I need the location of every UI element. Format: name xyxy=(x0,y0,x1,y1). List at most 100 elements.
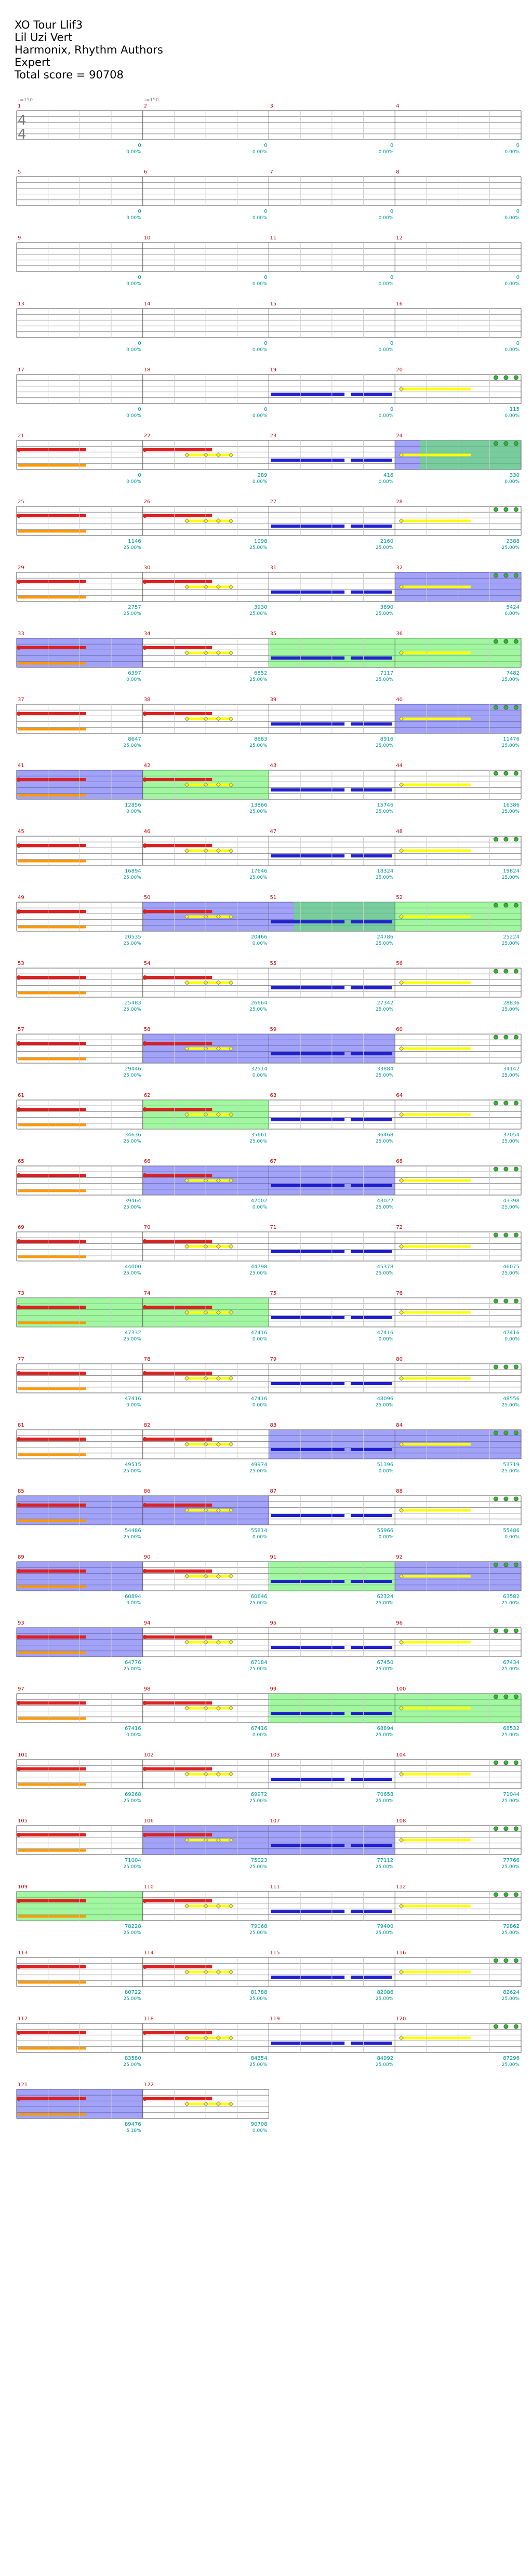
measure-score: 16386 xyxy=(503,802,520,808)
green-note xyxy=(503,1430,509,1435)
green-note xyxy=(513,1101,518,1106)
green-note xyxy=(513,771,518,776)
yellow-note xyxy=(398,452,404,458)
green-note xyxy=(513,969,518,974)
measure-number: 69 xyxy=(18,1225,24,1230)
measure-number: 1 xyxy=(18,103,21,109)
measure-number: 36 xyxy=(396,631,403,637)
measure-number: 71 xyxy=(270,1225,277,1230)
yellow-note xyxy=(398,386,404,392)
green-note xyxy=(503,573,509,578)
measure-score: 60894 xyxy=(125,1594,141,1600)
green-note xyxy=(503,1826,509,1831)
measure-percent: 0.00% xyxy=(504,347,520,353)
measure-percent: 25.00% xyxy=(376,1864,394,1870)
measure-score: 0 xyxy=(264,143,267,149)
measure-score: 0 xyxy=(138,209,141,214)
yellow-note xyxy=(228,2035,234,2041)
green-note xyxy=(513,375,518,380)
measure-percent: 25.00% xyxy=(502,1469,520,1474)
green-note xyxy=(493,1101,498,1106)
measure-percent: 25.00% xyxy=(376,1996,394,2002)
measure-number: 115 xyxy=(270,1950,280,1956)
yellow-note xyxy=(228,1046,234,1051)
measure-number: 101 xyxy=(18,1752,28,1758)
green-note xyxy=(503,1628,509,1633)
yellow-note xyxy=(184,848,190,853)
measure-number: 116 xyxy=(396,1950,406,1956)
yellow-note xyxy=(228,914,234,919)
red-note xyxy=(17,448,21,452)
measure-score: 43398 xyxy=(503,1198,520,1204)
measure-number: 72 xyxy=(396,1225,403,1230)
measure-percent: 25.00% xyxy=(502,1601,520,1606)
red-note xyxy=(142,1899,147,1903)
red-note xyxy=(142,2031,147,2035)
measure-percent: 0.00% xyxy=(504,216,520,221)
measure-percent: 25.00% xyxy=(502,1073,520,1078)
green-note xyxy=(503,1166,509,1172)
measure-percent: 0.00% xyxy=(252,1403,268,1408)
measure-score: 79068 xyxy=(251,1924,268,1929)
measure-percent: 25.00% xyxy=(376,611,394,616)
measure-score: 79862 xyxy=(503,1924,520,1929)
red-note xyxy=(142,514,147,518)
red-note xyxy=(142,1833,147,1837)
measure-score: 82086 xyxy=(377,1990,393,1995)
measure-number: 2 xyxy=(144,103,147,109)
measure-percent: 25.00% xyxy=(123,875,141,880)
measure-score: 0 xyxy=(516,209,520,214)
yellow-note xyxy=(228,2101,234,2107)
green-note xyxy=(503,1958,509,1963)
green-note xyxy=(503,1892,509,1897)
measure-score: 55966 xyxy=(377,1528,393,1534)
measure-score: 289 xyxy=(257,473,267,478)
measure-number: 55 xyxy=(270,961,277,967)
measure-percent: 0.00% xyxy=(379,1469,394,1474)
measure-score: 0 xyxy=(264,407,267,412)
measure-number: 51 xyxy=(270,895,277,901)
red-note xyxy=(142,448,147,452)
measure-number: 56 xyxy=(396,961,403,967)
measure-percent: 0.00% xyxy=(252,1205,268,1210)
measure-score: 49515 xyxy=(125,1462,141,1468)
time-signature-bottom: 4 xyxy=(18,127,26,142)
yellow-note xyxy=(398,1046,404,1051)
yellow-note xyxy=(216,1969,221,1975)
green-note xyxy=(493,1562,498,1567)
red-note xyxy=(17,2097,21,2101)
measure-percent: 25.00% xyxy=(249,1007,268,1012)
measure-percent: 0.00% xyxy=(379,479,394,485)
red-note xyxy=(142,1371,147,1375)
red-note xyxy=(17,1569,21,1573)
measure-percent: 0.00% xyxy=(126,1733,141,1738)
measure-score: 0 xyxy=(516,275,520,280)
measure-percent: 5.18% xyxy=(126,2128,141,2134)
red-note xyxy=(17,1833,21,1837)
measure-score: 69268 xyxy=(125,1792,141,1797)
measure-number: 44 xyxy=(396,763,403,769)
green-note xyxy=(503,1364,509,1370)
measure-number: 38 xyxy=(144,697,151,703)
measure-number: 85 xyxy=(18,1488,24,1494)
measure-number: 75 xyxy=(270,1291,277,1296)
green-note xyxy=(503,903,509,908)
measure-score: 69972 xyxy=(251,1792,268,1797)
green-note xyxy=(513,639,518,644)
yellow-note xyxy=(228,1310,234,1315)
measure-percent: 25.00% xyxy=(249,1601,268,1606)
measure-number: 20 xyxy=(396,367,403,373)
measure-percent: 25.00% xyxy=(502,1403,520,1408)
measure-number: 86 xyxy=(144,1488,151,1494)
yellow-note xyxy=(398,1574,404,1579)
green-note xyxy=(513,1892,518,1897)
measure-percent: 25.00% xyxy=(376,809,394,814)
yellow-note xyxy=(228,716,234,721)
measure-percent: 25.00% xyxy=(502,1996,520,2002)
green-note xyxy=(493,1496,498,1501)
yellow-note xyxy=(228,1706,234,1711)
yellow-note xyxy=(216,1903,221,1909)
measure-score: 84354 xyxy=(251,2056,268,2061)
yellow-note xyxy=(216,584,221,589)
measure-score: 115 xyxy=(510,407,520,412)
